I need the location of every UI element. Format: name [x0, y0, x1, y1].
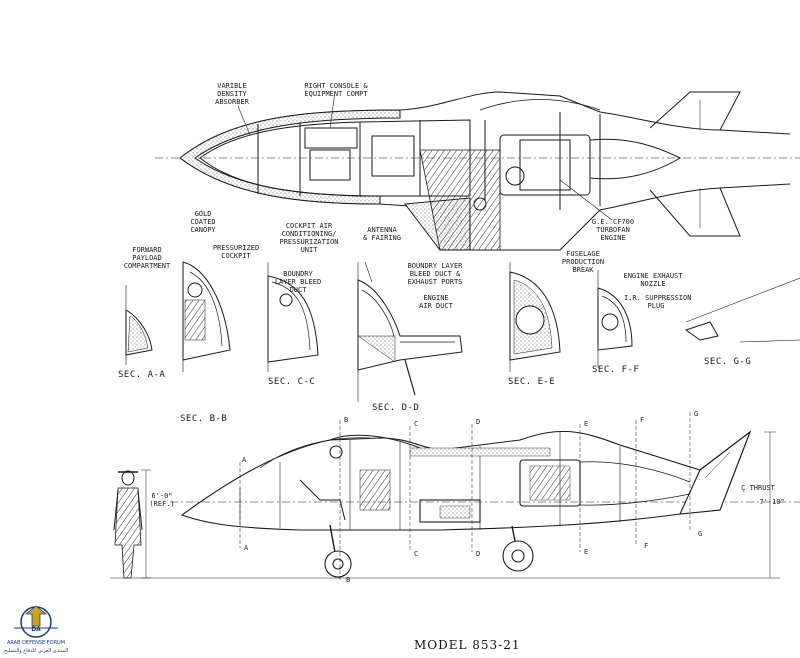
section-bb-view [182, 261, 231, 372]
callout-boundary-bleed-exhaust: Boundry LayerBleed Duct &Exhaust Ports [407, 262, 463, 286]
logo-english-text: ARAB DEFENSE FORUM [6, 640, 66, 646]
cut-mark-d-bottom: D [476, 550, 481, 558]
logo-mark: DA [31, 626, 41, 633]
section-ff-label: SEC. F-F [592, 365, 640, 375]
callout-right-console: Right Console &Equipment Compt [304, 82, 368, 98]
section-gg-view [684, 277, 800, 343]
human-reference-figure [113, 469, 151, 579]
cut-mark-b-bottom: B [346, 576, 351, 584]
arab-defense-forum-logo [14, 605, 58, 638]
cut-mark-e-bottom: E [584, 548, 589, 556]
cut-mark-c-top: C [414, 420, 419, 428]
callout-gold-canopy: GoldCoatedCanopy [190, 210, 216, 234]
section-ff-view [597, 270, 633, 368]
cut-mark-g-top: G [694, 410, 699, 418]
callout-antenna: Antenna& Fairing [363, 226, 401, 242]
dimension-tail-height: 7'-10" [759, 498, 785, 506]
dimension-thrust-line: Ç THRUST [741, 484, 775, 492]
cut-mark-a-bottom: A [244, 544, 249, 552]
section-ee-label: SEC. E-E [508, 377, 556, 387]
callout-boundary-bleed-duct: BoundryLayer BleedDuct [274, 270, 322, 294]
callout-ge-engine: G.E. CF700TurbofanEngine [591, 218, 635, 242]
section-dd-view [357, 261, 463, 402]
section-cc-label: SEC. C-C [268, 377, 316, 387]
top-view-cutaway [155, 91, 800, 251]
callout-forward-payload: ForwardPayloadCompartment [123, 246, 171, 270]
dimension-human-height: 6'-0"(REF.) [149, 492, 175, 508]
section-cc-view [267, 262, 319, 372]
cut-mark-c-bottom: C [414, 550, 419, 558]
logo-arabic-text: المنتدى العربي للدفاع والتسليح [4, 648, 69, 654]
cut-mark-e-top: E [584, 420, 589, 428]
callout-cockpit-air: Cockpit AirConditioning/PressurizationUn… [279, 222, 339, 254]
callout-pressurized-cockpit: PressurizedCockpit [212, 244, 260, 260]
callout-absorber: VaribleDensityAbsorber [215, 82, 249, 106]
cut-mark-f-top: F [640, 416, 645, 424]
model-title: MODEL 853-21 [414, 638, 521, 652]
cross-sections [125, 261, 800, 402]
cut-mark-d-top: D [476, 418, 481, 426]
section-aa-label: SEC. A-A [118, 370, 166, 380]
section-gg-label: SEC. G-G [704, 357, 752, 367]
section-bb-label: SEC. B-B [180, 414, 228, 424]
side-view-profile [110, 412, 800, 580]
cut-mark-g-bottom: G [698, 530, 703, 538]
cut-mark-a-top: A [242, 456, 247, 464]
cut-mark-f-bottom: F [644, 542, 649, 550]
callout-fuselage-break: FuselageProductionBreak [561, 250, 605, 274]
section-aa-view [125, 285, 153, 365]
callout-engine-air-duct: EngineAir Duct [419, 294, 453, 310]
callout-ir-suppression: I.R. SuppressionPlug [624, 294, 692, 310]
section-dd-label: SEC. D-D [372, 403, 420, 413]
section-ee-view [509, 262, 561, 372]
callout-engine-exhaust: Engine ExhaustNozzle [623, 272, 683, 288]
cut-mark-b-top: B [344, 416, 349, 424]
